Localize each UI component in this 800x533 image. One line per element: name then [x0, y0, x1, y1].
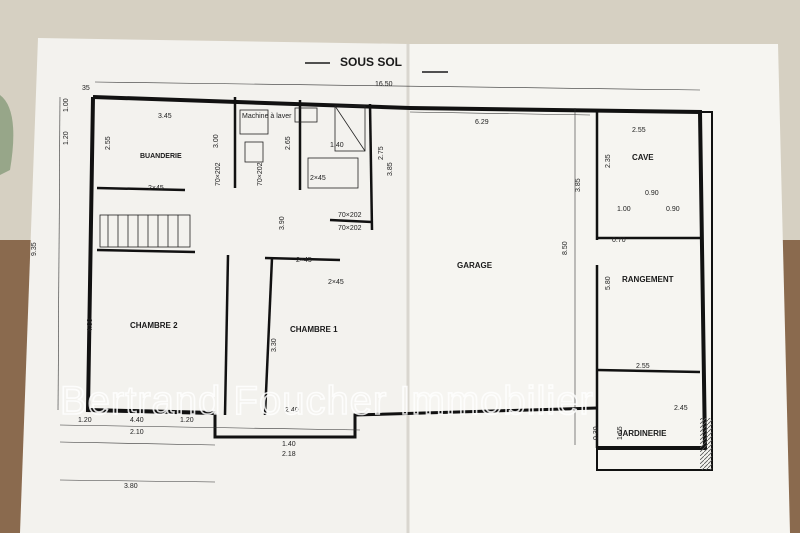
- dim-cave-width: 2.55: [632, 127, 646, 134]
- dim-bottom-218: 2.18: [282, 451, 296, 458]
- watermark: Bertrand Foucher Immobilier: [60, 379, 594, 423]
- dim-100: 1.00: [617, 206, 631, 213]
- dim-bottom-440: 4.40: [130, 417, 144, 424]
- dim-2x45-c: 2×45: [328, 279, 344, 286]
- dim-bottom-380: 3.80: [124, 483, 138, 490]
- room-label-chambre-1: CHAMBRE 1: [290, 325, 338, 334]
- dim-bottom-210: 2.10: [130, 429, 144, 436]
- inner-walls: [96, 97, 701, 448]
- door-70x202-c: 70×202: [338, 212, 362, 219]
- paper-right-page: [408, 44, 790, 533]
- dimension-lines: [57, 81, 701, 483]
- bathroom-fixtures: [239, 105, 366, 189]
- dim-jardinerie-width: 2.45: [674, 405, 688, 412]
- dim-2x45-b: 2×45: [296, 257, 312, 264]
- dim-265: 2.65: [285, 136, 292, 150]
- machine-label: Machine à laver: [242, 113, 292, 120]
- dim-090b: 0.90: [666, 206, 680, 213]
- cloth-pattern: [0, 95, 14, 175]
- room-label-garage: GARAGE: [457, 261, 493, 270]
- plan-title: SOUS SOL: [340, 55, 402, 69]
- dim-jardinerie-height: 1.65: [617, 426, 624, 440]
- dim-2x45-a: 2×45: [148, 185, 164, 192]
- dim-rangement-width: 2.55: [636, 363, 650, 370]
- room-label-chambre-2: CHAMBRE 2: [130, 321, 178, 330]
- dim-385b: 3.85: [575, 178, 582, 192]
- dim-bottom-120a: 1.20: [78, 417, 92, 424]
- room-label-jardinerie: JARDINERIE: [618, 429, 667, 438]
- dim-035: 35: [82, 85, 90, 92]
- dim-garage-width: 6.29: [475, 119, 489, 126]
- door-70x202-a: 70×202: [215, 162, 222, 186]
- dim-240: 2.40: [285, 407, 299, 414]
- dim-385a: 3.85: [387, 162, 394, 176]
- dim-buanderie-width: 3.45: [158, 113, 172, 120]
- dim-030: 0.30: [593, 426, 600, 440]
- dim-090a: 0.90: [645, 190, 659, 197]
- dim-buanderie-height: 2.55: [105, 136, 112, 150]
- dim-bottom-140: 1.40: [282, 441, 296, 448]
- outer-walls: [85, 95, 713, 471]
- dim-total-height: 9.35: [31, 242, 38, 256]
- dim-bottom-120b: 1.20: [180, 417, 194, 424]
- dim-275: 2.75: [378, 146, 385, 160]
- dim-chambre2-height: 4.00: [87, 318, 94, 332]
- dim-300: 3.00: [213, 134, 220, 148]
- paper-left-page: [20, 38, 408, 533]
- door-70x202-b: 70×202: [257, 162, 264, 186]
- dim-total-width: 16.50: [375, 81, 393, 88]
- dim-100b: 1.00: [63, 98, 70, 112]
- dim-chambre1-height: 3.30: [271, 338, 278, 352]
- dim-120: 1.20: [63, 131, 70, 145]
- dim-cave-height: 2.35: [605, 154, 612, 168]
- dim-140: 1.40: [330, 142, 344, 149]
- room-label-cave: CAVE: [632, 153, 654, 162]
- dim-garage-height: 8.50: [562, 241, 569, 255]
- room-label-buanderie: BUANDERIE: [140, 153, 182, 160]
- dim-2x45-d: 2×45: [310, 175, 326, 182]
- dim-390: 3.90: [279, 216, 286, 230]
- room-label-rangement: RANGEMENT: [622, 275, 674, 284]
- dim-070: 0.70: [612, 237, 626, 244]
- dim-rangement-height: 5.80: [605, 276, 612, 290]
- staircase: [99, 214, 191, 248]
- dimension-texts: 16.50 9.35 3.45 2.55 3.00 2.65 2.75 3.85…: [31, 81, 688, 490]
- door-70x202-d: 70×202: [338, 225, 362, 232]
